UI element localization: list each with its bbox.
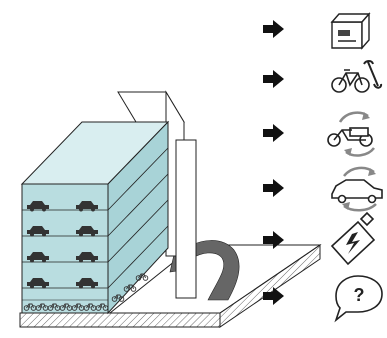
right-arrow-3 xyxy=(263,124,284,142)
info-speech-bubble-icon: ? xyxy=(334,275,383,323)
side-glass-panel xyxy=(175,139,197,299)
cargo-bike-sharing-icon xyxy=(327,111,375,157)
right-arrow-1 xyxy=(263,20,284,38)
plaza-hatched-front xyxy=(19,312,221,328)
parcel-box-icon xyxy=(330,12,371,50)
plaza-hatched-side xyxy=(219,244,321,328)
building xyxy=(20,90,197,315)
plaza-slab xyxy=(19,244,322,328)
right-arrow-2 xyxy=(263,70,284,88)
bicycle-repair-icon xyxy=(331,60,383,93)
speech-bubble-text: ? xyxy=(354,285,365,305)
battery-charging-icon xyxy=(330,211,376,266)
car-sharing-icon xyxy=(331,166,383,212)
right-arrow-4 xyxy=(263,179,284,197)
